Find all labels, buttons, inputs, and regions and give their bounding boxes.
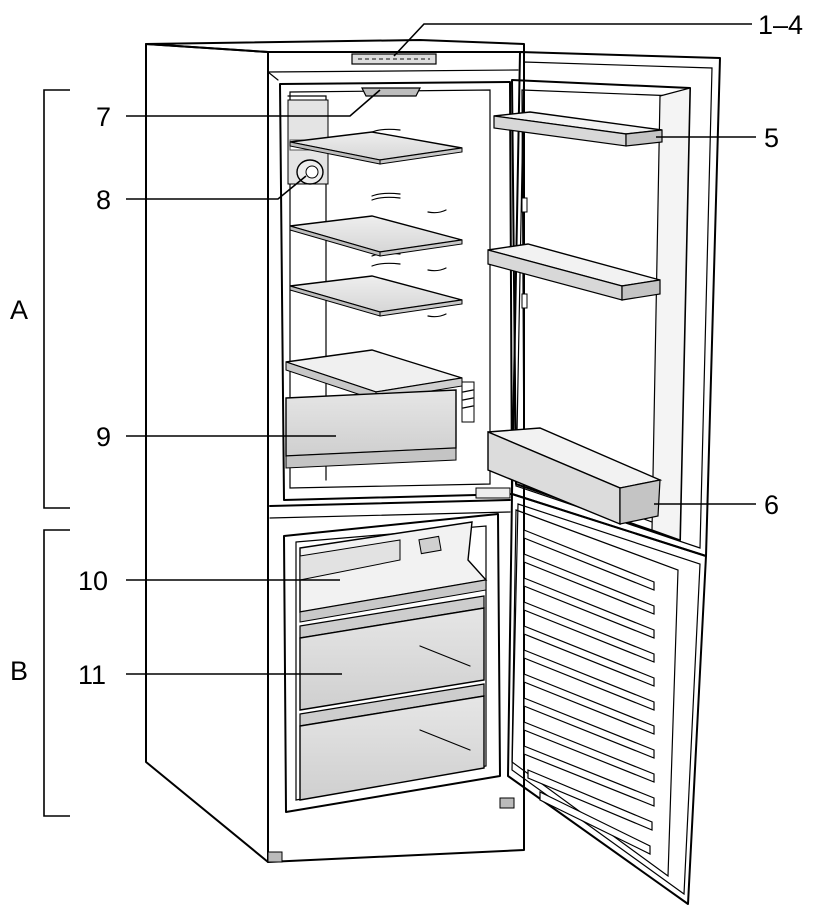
freezer-drawer-upper xyxy=(299,595,485,711)
fridge-door xyxy=(511,51,721,557)
freezer-drawer-lower xyxy=(299,683,485,801)
section-bracket-b xyxy=(43,529,70,817)
section-label-b: B xyxy=(10,656,28,686)
control-panel xyxy=(351,53,437,65)
vegetable-container xyxy=(285,349,475,469)
callout-10: 10 xyxy=(78,566,108,596)
section-bracket-a xyxy=(43,89,70,509)
leader-8 xyxy=(126,175,307,200)
leader-1-4 xyxy=(393,23,752,57)
feet xyxy=(267,797,515,863)
callout-11: 11 xyxy=(78,660,106,690)
leader-lines xyxy=(126,23,756,675)
callout-5: 5 xyxy=(764,123,779,153)
glass-shelf-lower xyxy=(289,275,463,317)
callout-6: 6 xyxy=(764,490,779,520)
glass-shelf-middle xyxy=(289,215,463,257)
interior-light xyxy=(361,87,421,97)
door-shelf-top xyxy=(493,111,663,147)
section-label-a: A xyxy=(10,295,28,325)
bottle-shelf xyxy=(487,427,663,526)
glass-shelf-top xyxy=(289,131,463,165)
door-shelf-middle xyxy=(487,243,661,301)
compartment-divider xyxy=(269,487,511,519)
callout-9: 9 xyxy=(96,422,111,452)
freezer-door xyxy=(507,493,707,905)
freezer-shelf xyxy=(299,521,488,623)
leader-7 xyxy=(126,89,381,117)
callout-1-4: 1–4 xyxy=(758,10,803,40)
callout-7: 7 xyxy=(96,102,111,132)
callout-8: 8 xyxy=(96,185,111,215)
freezer-door-ribs xyxy=(523,529,655,855)
